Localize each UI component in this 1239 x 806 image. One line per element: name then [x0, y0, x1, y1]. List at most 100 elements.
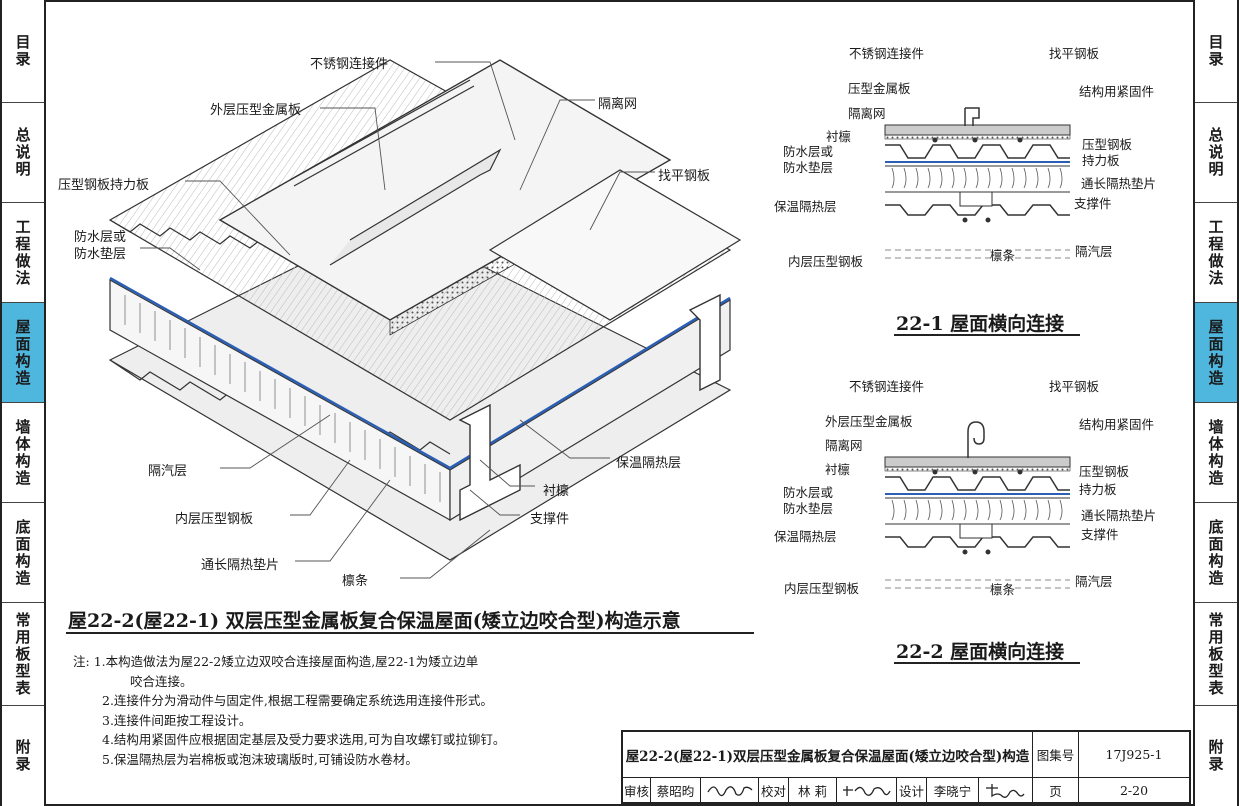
label-waterproof-line1: 防水层或 [74, 230, 127, 245]
d2-waterproof: 防水层或 防水垫层 [783, 485, 833, 517]
note-row-3: 3.连接件间距按工程设计。 [73, 711, 505, 731]
tb-design-label: 设计 [897, 778, 927, 802]
tab-panel-types-right[interactable]: 常用板型表 [1195, 603, 1237, 706]
label-leveling-plate: 找平钢板 [658, 169, 711, 184]
d2-outer: 外层压型金属板 [825, 414, 913, 429]
main-title: 屋22-2(屋22-1) 双层压型金属板复合保温屋面(矮立边咬合型)构造示意 [68, 610, 681, 632]
d2-insul: 保温隔热层 [774, 529, 837, 544]
note-row-1: 注: 1.本构造做法为屋22-2矮立边双咬合连接屋面构造,屋22-1为矮立边单 [73, 652, 505, 672]
d2-inner: 内层压型钢板 [784, 581, 860, 596]
note-4: 4.结构用紧固件应根据固定基层及受力要求选用,可为自攻螺钉或拉铆钉。 [102, 732, 506, 747]
d2-fastener: 结构用紧固件 [1079, 417, 1155, 432]
tb-checker-signature [837, 778, 897, 802]
main-isometric-diagram [108, 59, 742, 579]
d1-vapor: 隔汽层 [1075, 244, 1113, 259]
tab-roof[interactable]: 屋面构造 [2, 303, 44, 403]
d2-lining: 衬檩 [825, 462, 851, 477]
label-outer-panel: 外层压型金属板 [210, 103, 302, 118]
seam-rib [329, 148, 502, 266]
label-waterproof: 防水层或 防水垫层 [74, 229, 126, 263]
note-1b: 咬合连接。 [130, 673, 193, 689]
label-support-piece: 支撑件 [530, 512, 570, 527]
tab-appendix-right[interactable]: 附录 [1206, 739, 1225, 773]
tb-designer-signature [979, 778, 1033, 802]
tb-atlas-no: 17J925-1 [1079, 732, 1189, 778]
label-stainless-connector: 不锈钢连接件 [310, 57, 389, 72]
d2-purlin: 檩条 [990, 582, 1016, 597]
tb-review-label: 审核 [623, 778, 651, 802]
d1-insul: 保温隔热层 [774, 199, 837, 214]
label-waterproof-line2: 防水垫层 [74, 247, 127, 262]
d2-brace: 支撑件 [1081, 527, 1119, 542]
d1-support: 压型钢板 持力板 [1082, 137, 1132, 169]
tb-check-label: 校对 [759, 778, 789, 802]
d2-wp2: 防水垫层 [783, 501, 834, 516]
label-isolation-mesh: 隔离网 [598, 97, 638, 112]
tab-general-notes[interactable]: 总说明 [2, 103, 44, 203]
d1-wp2: 防水垫层 [783, 160, 834, 175]
d1-lining: 衬檩 [826, 129, 852, 144]
d2-leveling: 找平钢板 [1049, 379, 1100, 394]
d2-vapor: 隔汽层 [1075, 574, 1113, 589]
d2-support: 压型钢板 持力板 [1079, 463, 1129, 499]
tab-general-notes-right[interactable]: 总说明 [1195, 103, 1237, 203]
detail1-title: 22-1 屋面横向连接 [896, 313, 1065, 335]
d1-fastener: 结构用紧固件 [1079, 84, 1155, 99]
detail-22-2-diagram [884, 421, 1071, 589]
detail2-title: 22-2 屋面横向连接 [896, 641, 1065, 663]
label-thermal-pad: 通长隔热垫片 [201, 558, 280, 573]
label-inner-panel: 内层压型钢板 [175, 512, 254, 527]
d1-support1: 压型钢板 [1082, 137, 1133, 152]
label-vapor-barrier: 隔汽层 [148, 464, 188, 479]
notes-prefix: 注: [73, 654, 90, 669]
detail-22-1-diagram [884, 107, 1071, 259]
d1-support2: 持力板 [1082, 153, 1120, 168]
label-purlin: 檩条 [342, 574, 369, 589]
d1-outer: 压型金属板 [848, 81, 911, 96]
right-tab-bar: 目录 总说明 工程做法 屋面构造 墙体构造 底面构造 常用板型表 附录 [1193, 0, 1239, 806]
note-row-1b: 咬合连接。 [73, 672, 505, 692]
tb-atlas-label: 图集号 [1033, 732, 1079, 778]
detail1-underline [894, 334, 1080, 336]
tab-contents-right[interactable]: 目录 [1195, 0, 1237, 103]
note-row-5: 5.保温隔热层为岩棉板或泡沫玻璃版时,可铺设防水卷材。 [73, 750, 505, 770]
note-row-4: 4.结构用紧固件应根据固定基层及受力要求选用,可为自攻螺钉或拉铆钉。 [73, 730, 505, 750]
tab-engineering[interactable]: 工程做法 [2, 203, 44, 303]
d2-connector: 不锈钢连接件 [849, 379, 925, 394]
tab-appendix[interactable]: 附录 [13, 739, 32, 773]
note-2: 2.连接件分为滑动件与固定件,根据工程需要确定系统选用连接件形式。 [102, 693, 493, 708]
tb-reviewer-signature [701, 778, 759, 802]
label-purlin-lining: 衬檩 [543, 484, 570, 499]
note-1: 1.本构造做法为屋22-2矮立边双咬合连接屋面构造,屋22-1为矮立边单 [93, 654, 479, 669]
label-insulation: 保温隔热层 [616, 456, 682, 471]
drawing-frame [46, 0, 1193, 806]
d2-support1: 压型钢板 [1079, 464, 1130, 479]
tb-checker: 林 莉 [789, 778, 837, 802]
tab-engineering-right[interactable]: 工程做法 [1195, 203, 1237, 303]
tab-wall-right[interactable]: 墙体构造 [1195, 403, 1237, 503]
tb-page-label: 页 [1033, 778, 1079, 802]
tab-panel-types[interactable]: 常用板型表 [2, 603, 44, 706]
tab-roof-right[interactable]: 屋面构造 [1195, 303, 1237, 403]
d1-wp1: 防水层或 [783, 144, 834, 159]
d2-wp1: 防水层或 [783, 485, 834, 500]
left-tab-bar: 目录 总说明 工程做法 屋面构造 墙体构造 底面构造 常用板型表 附录 [0, 0, 46, 806]
d2-mesh: 隔离网 [825, 438, 863, 453]
d1-brace: 支撑件 [1074, 196, 1112, 211]
detail2-underline [894, 662, 1080, 664]
note-3: 3.连接件间距按工程设计。 [102, 712, 252, 728]
tab-floor[interactable]: 底面构造 [2, 503, 44, 603]
d1-connector: 不锈钢连接件 [849, 46, 925, 61]
tb-designer: 李晓宁 [927, 778, 979, 802]
note-5: 5.保温隔热层为岩棉板或泡沫玻璃版时,可铺设防水卷材。 [102, 751, 418, 767]
d1-leveling: 找平钢板 [1049, 46, 1100, 61]
blue-membrane-line [109, 276, 731, 470]
d1-inner: 内层压型钢板 [788, 254, 864, 269]
tab-wall[interactable]: 墙体构造 [2, 403, 44, 503]
tab-contents[interactable]: 目录 [2, 0, 44, 103]
note-row-2: 2.连接件分为滑动件与固定件,根据工程需要确定系统选用连接件形式。 [73, 691, 505, 711]
tb-drawing-title: 屋22-2(屋22-1)双层压型金属板复合保温屋面(矮立边咬合型)构造 [623, 732, 1033, 778]
d1-purlin: 檩条 [990, 248, 1016, 263]
tab-floor-right[interactable]: 底面构造 [1195, 503, 1237, 603]
d1-mesh: 隔离网 [848, 106, 886, 121]
